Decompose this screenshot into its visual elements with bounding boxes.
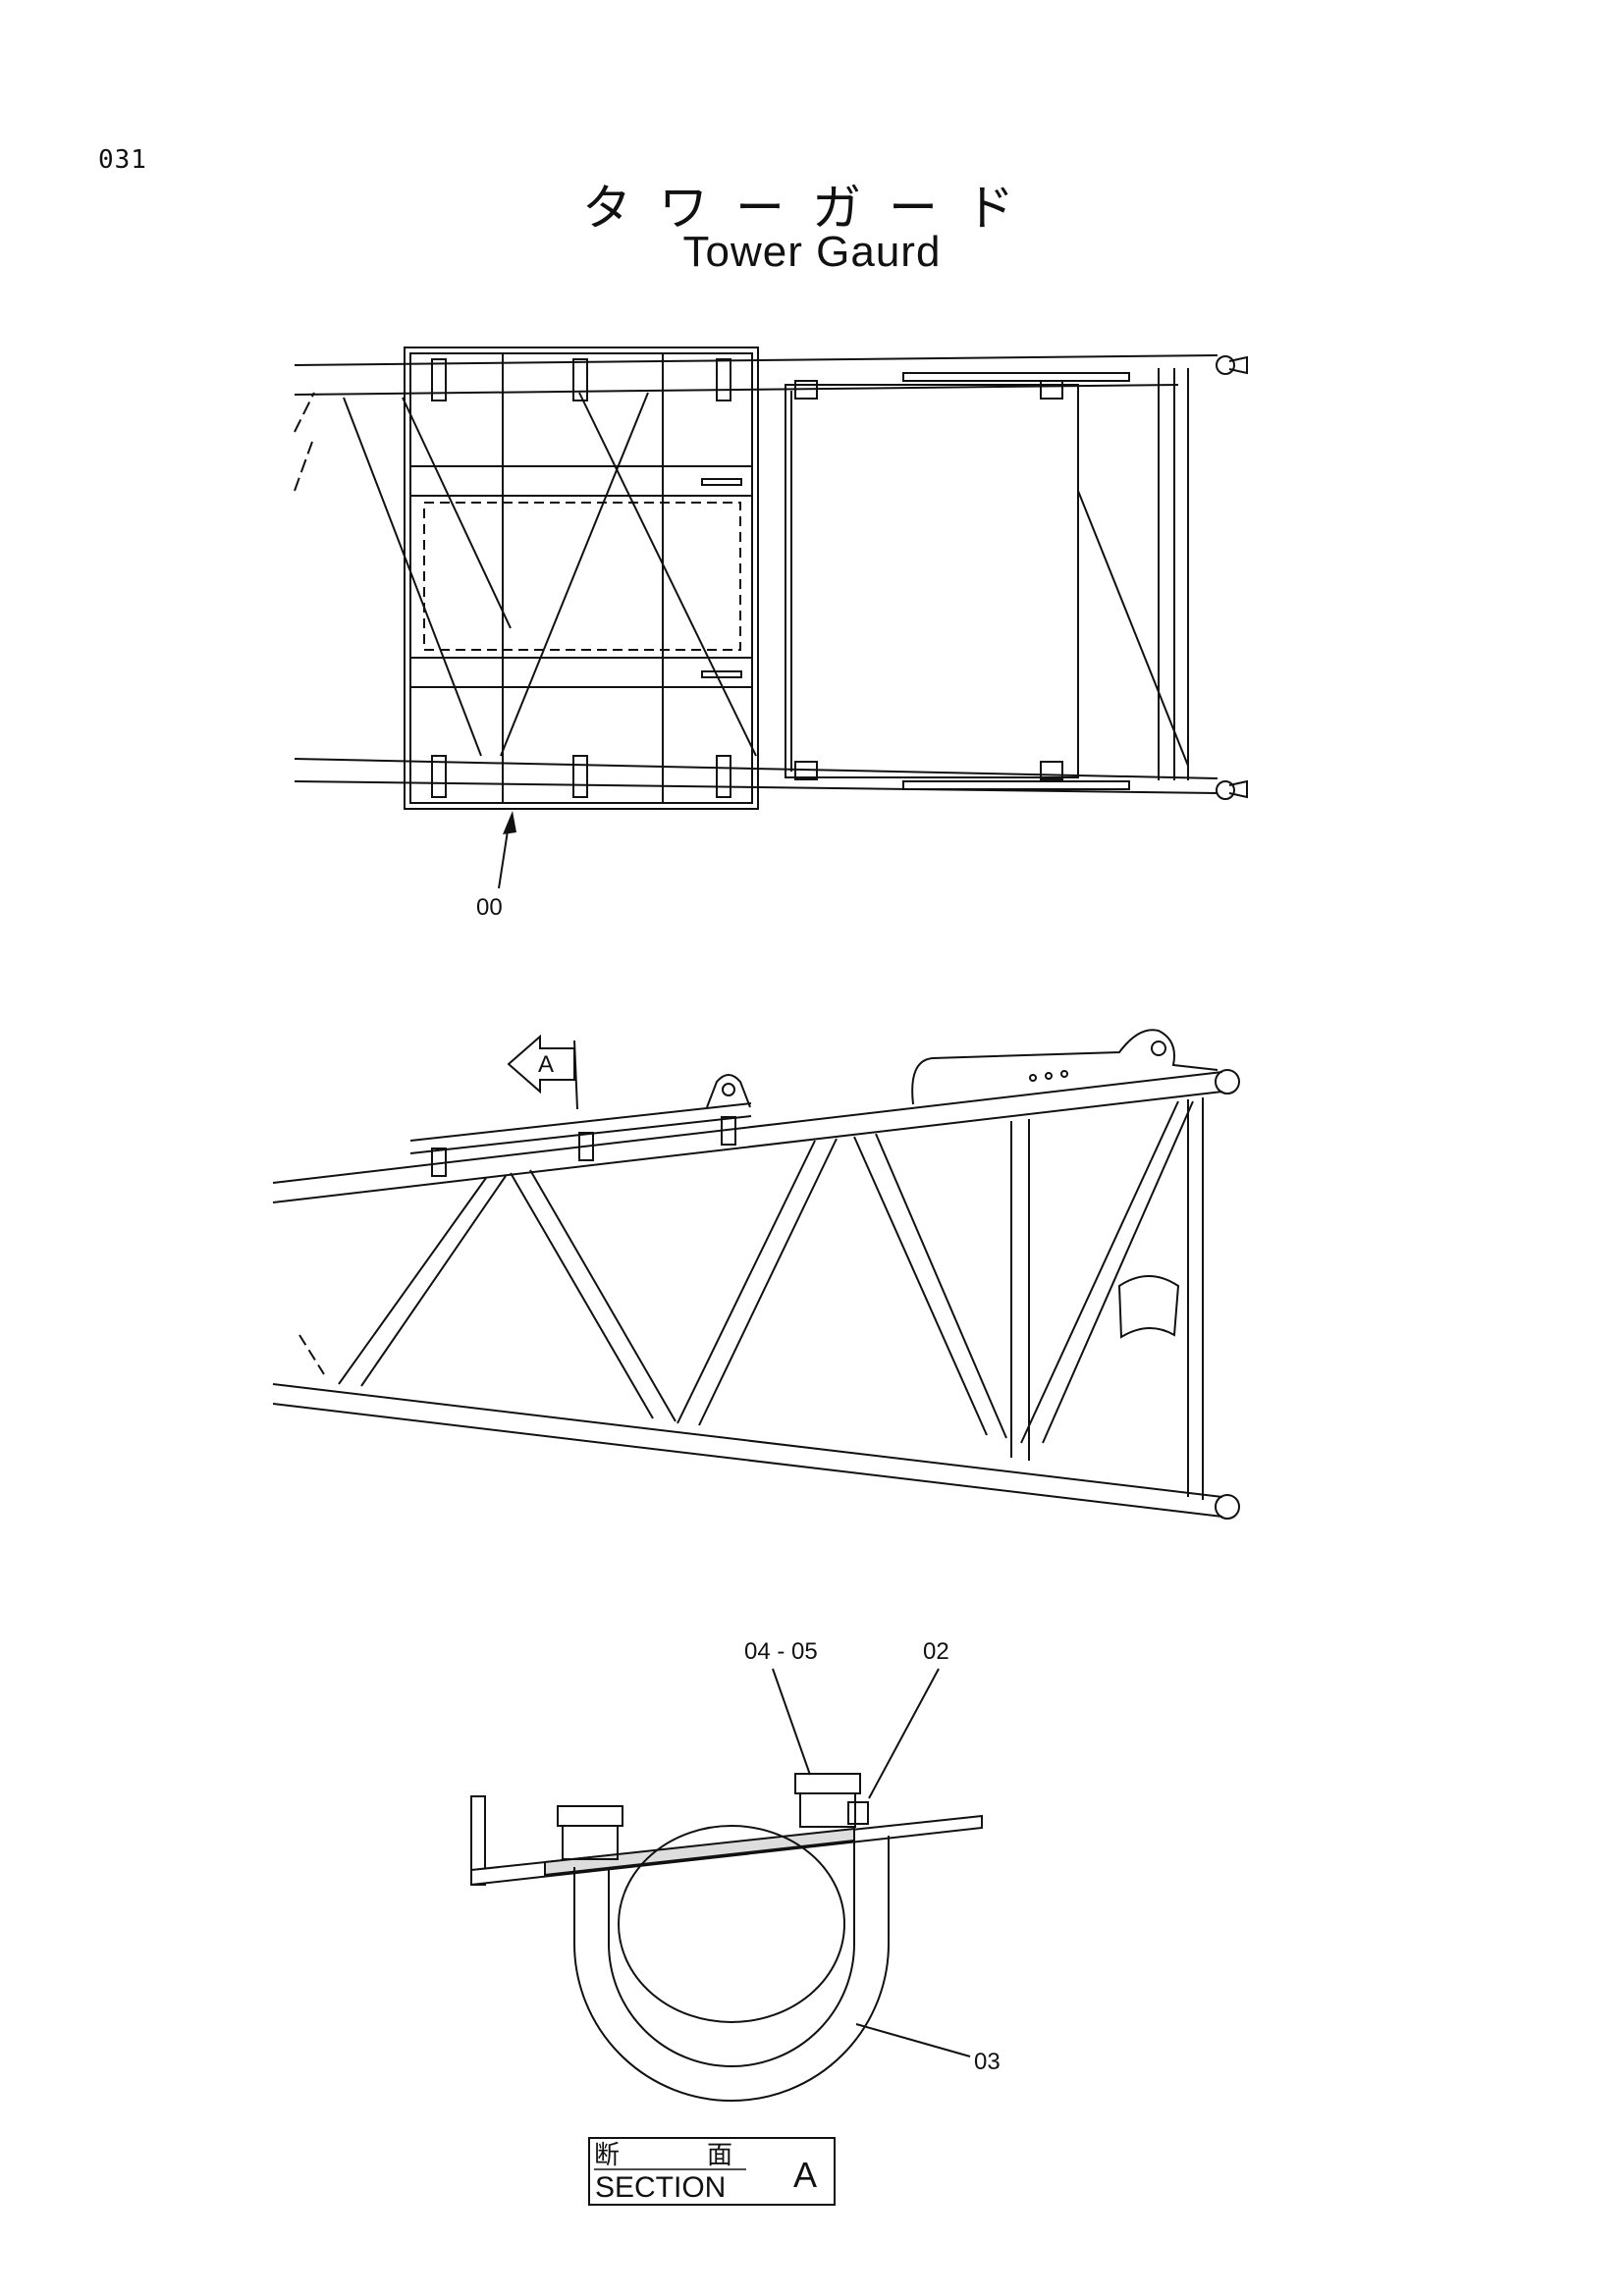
section-a-view	[470, 1773, 983, 2102]
page-title-japanese: タワーガード	[582, 180, 1042, 237]
page-number: 031	[98, 145, 147, 175]
callout-label-04-05: 04 - 05	[744, 1638, 818, 1665]
callout-label-02: 02	[923, 1638, 949, 1665]
section-label-english: SECTION	[595, 2171, 726, 2204]
section-label-japanese-right: 面	[707, 2141, 732, 2170]
callout-leader-03	[855, 2023, 971, 2057]
callout-leader-00	[498, 824, 510, 889]
side-view: A	[272, 1029, 1240, 1520]
section-label-japanese-left: 断	[594, 2141, 620, 2170]
callout-leader-02	[868, 1668, 940, 1799]
callout-label-00: 00	[476, 894, 503, 921]
section-arrow-icon	[507, 1034, 575, 1095]
section-label-box	[588, 2137, 836, 2206]
callout-label-03: 03	[974, 2049, 1001, 2075]
top-view	[294, 347, 1248, 810]
page-title-english: Tower Gaurd	[682, 228, 942, 276]
section-marker-label: A	[538, 1051, 554, 1078]
arrow-icon	[503, 811, 516, 834]
section-label-letter: A	[793, 2155, 817, 2195]
callout-leader-04-05	[772, 1668, 811, 1776]
